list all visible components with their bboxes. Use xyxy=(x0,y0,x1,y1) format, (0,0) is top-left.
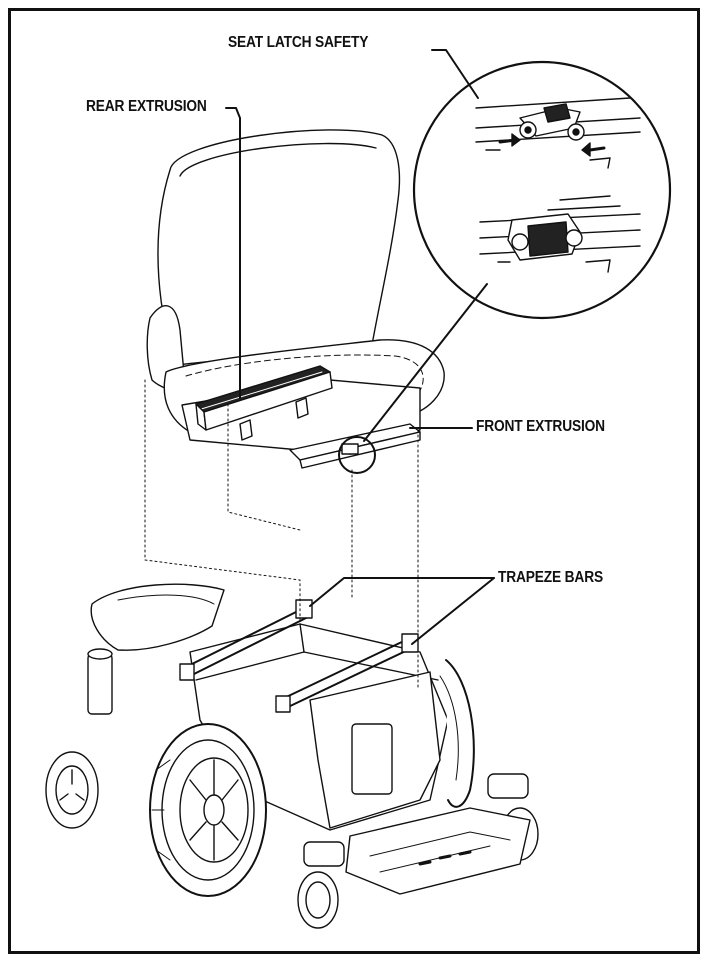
right-drive-wheel xyxy=(440,660,474,807)
detail-leader-line xyxy=(364,284,487,441)
power-base xyxy=(46,380,538,928)
trapeze-bars-leader-1 xyxy=(310,578,494,606)
trapeze-bars-label: TRAPEZE BARS xyxy=(498,569,603,586)
seat-assembly xyxy=(147,130,444,473)
rear-extrusion-label: REAR EXTRUSION xyxy=(86,98,207,115)
latch-closed-view xyxy=(480,196,640,272)
left-rear-caster xyxy=(46,649,112,828)
seat-backrest-inner-edge xyxy=(180,144,376,176)
leader-lines xyxy=(226,50,494,644)
arrow-left-icon xyxy=(582,143,590,156)
latch-open-view xyxy=(476,98,640,168)
rear-extrusion-leader xyxy=(226,108,240,398)
arrow-right-icon xyxy=(512,134,520,146)
seat-latch-detail-bubble xyxy=(414,62,670,318)
front-extrusion-label: FRONT EXTRUSION xyxy=(476,418,605,435)
seat-latch-leader xyxy=(432,50,478,98)
trapeze-bars-leader-2 xyxy=(412,578,494,644)
latch-detail-marker xyxy=(339,437,375,473)
rear-shroud xyxy=(91,584,224,650)
left-drive-wheel xyxy=(150,724,266,896)
front-extrusion xyxy=(290,424,420,468)
footplate xyxy=(346,808,530,894)
rear-extrusion xyxy=(196,366,332,440)
seat-latch-safety-label: SEAT LATCH SAFETY xyxy=(228,34,369,51)
